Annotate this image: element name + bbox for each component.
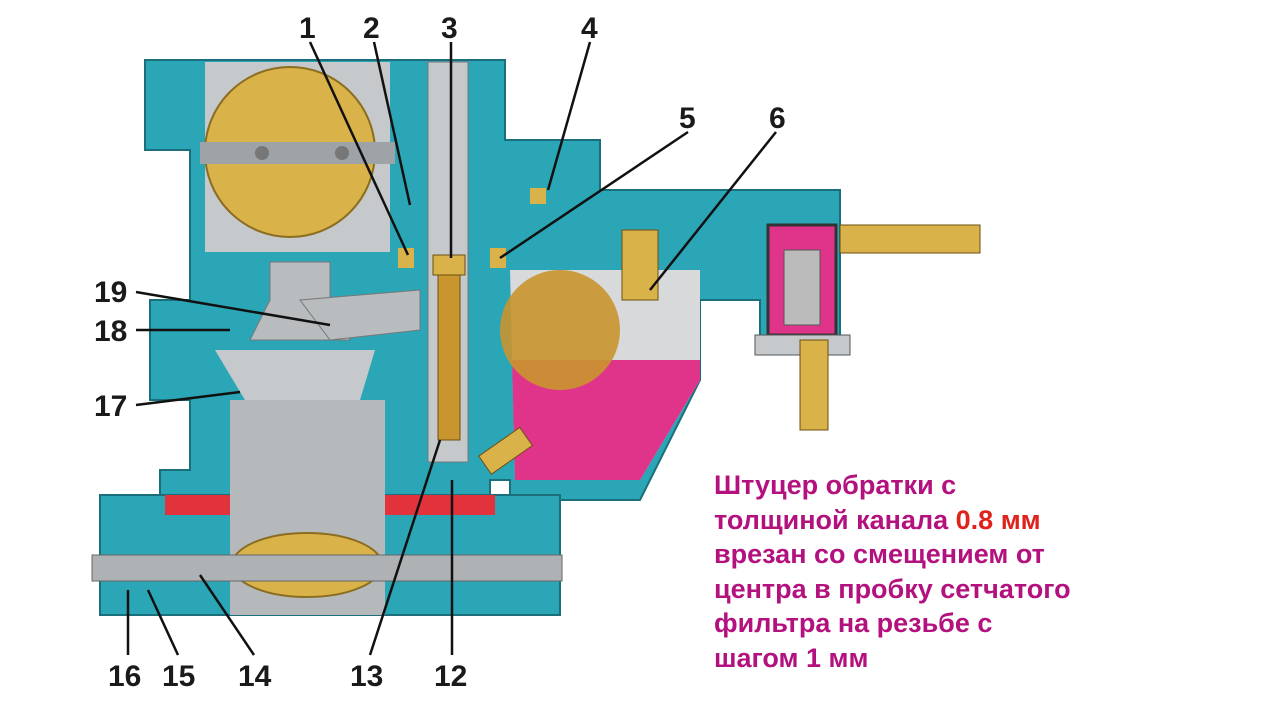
- label-6: 6: [769, 102, 786, 135]
- emulsion-tube: [437, 269, 461, 441]
- fuel: [512, 360, 700, 480]
- caption-text: толщиной канала: [714, 504, 956, 535]
- label-13: 13: [350, 660, 383, 693]
- main-jet: [478, 426, 534, 475]
- label-3: 3: [441, 12, 458, 45]
- label-5: 5: [679, 102, 696, 135]
- screw: [335, 146, 349, 160]
- jet: [490, 248, 506, 268]
- caption-line: центра в пробку сетчатого: [714, 573, 1071, 604]
- label-17: 17: [94, 390, 127, 423]
- label-2: 2: [363, 12, 380, 45]
- mixing-tube: [299, 289, 421, 341]
- caption-line: фильтра на резьбе с: [714, 608, 993, 638]
- throttle-shaft: [91, 554, 563, 582]
- air-jet: [432, 254, 466, 276]
- caption-line: толщиной канала 0.8 мм: [714, 503, 1071, 538]
- float: [500, 270, 620, 390]
- jet: [530, 188, 546, 204]
- filter-mesh: [783, 249, 821, 326]
- caption: Штуцер обратки с толщиной канала 0.8 мм …: [714, 468, 1071, 675]
- inlet-fitting: [839, 224, 981, 254]
- label-14: 14: [238, 660, 272, 693]
- label-4: 4: [581, 12, 598, 45]
- label-16: 16: [108, 660, 141, 693]
- caption-line: шагом 1 мм: [714, 642, 869, 673]
- return-fitting: [799, 339, 829, 431]
- label-12: 12: [434, 660, 467, 693]
- part-labels: 1 2 3 4 5 6 12 13 14 15 16 17 18 19: [94, 12, 786, 693]
- channel-size: 0.8 мм: [955, 504, 1041, 535]
- screw: [255, 146, 269, 160]
- label-18: 18: [94, 315, 127, 348]
- label-15: 15: [162, 660, 195, 693]
- jet: [398, 248, 414, 268]
- needle-valve: [621, 229, 659, 301]
- caption-line: Штуцер обратки с: [714, 470, 957, 500]
- leader-lines: [126, 41, 777, 656]
- caption-line: врезан со смещением от: [714, 539, 1045, 569]
- label-19: 19: [94, 276, 127, 309]
- large-diffuser: [215, 350, 375, 400]
- label-1: 1: [299, 12, 316, 45]
